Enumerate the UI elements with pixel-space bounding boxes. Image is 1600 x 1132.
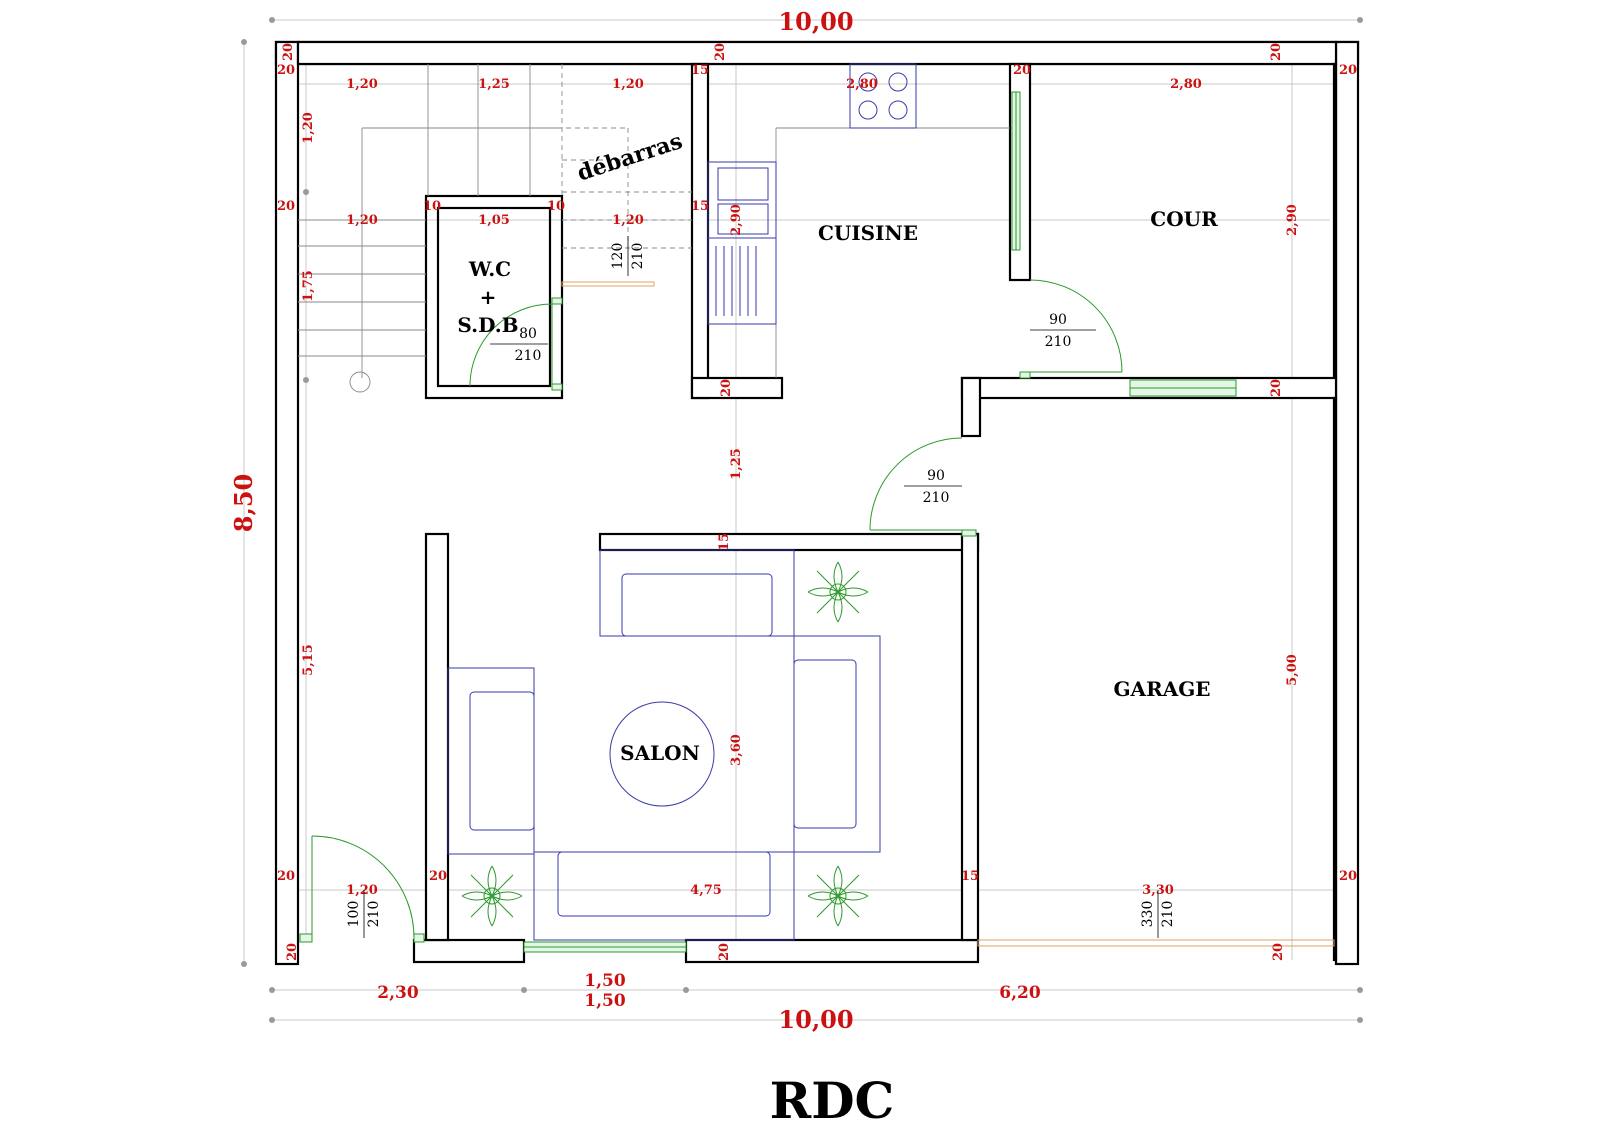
dim: 20 <box>277 63 295 78</box>
dim: 1,75 <box>301 270 316 302</box>
dim: 15 <box>961 869 979 884</box>
dim: 15 <box>691 199 709 214</box>
dim: 5,15 <box>301 644 316 676</box>
door-garage-main-height: 210 <box>1160 901 1176 928</box>
walls <box>274 40 1360 966</box>
kitchen-counter <box>707 63 1010 378</box>
door-wc-width: 80 <box>519 326 537 342</box>
room-label-garage: GARAGE <box>1113 677 1210 701</box>
door-cour-height: 210 <box>1045 334 1072 350</box>
dim: 2,80 <box>846 77 878 92</box>
dim: 20 <box>1269 379 1284 397</box>
dim: 1,20 <box>301 112 316 144</box>
room-label-wc-3: S.D.B <box>457 313 518 337</box>
overall-height: 8,50 <box>229 474 258 532</box>
dim: 1,20 <box>346 77 378 92</box>
dim: 20 <box>285 943 300 961</box>
dim: 5,00 <box>1285 654 1300 686</box>
dim: 2,80 <box>1170 77 1202 92</box>
dim: 1,20 <box>346 213 378 228</box>
room-label-salon: SALON <box>620 741 700 765</box>
door-debarras-height: 210 <box>630 243 646 270</box>
salon-furniture <box>447 549 881 941</box>
door-garage-side-width: 90 <box>927 468 945 484</box>
staircase <box>298 64 692 393</box>
door-garage-side-height: 210 <box>923 490 950 506</box>
overall-width-top: 10,00 <box>778 7 853 36</box>
door-wc-height: 210 <box>515 348 542 364</box>
dim: 20 <box>717 943 732 961</box>
dim: 1,25 <box>478 77 510 92</box>
bottom-dim-right: 6,20 <box>999 983 1041 1003</box>
dim: 1,25 <box>729 448 744 480</box>
dim: 3,60 <box>729 734 744 766</box>
bottom-dim-mid-b: 1,50 <box>584 991 626 1011</box>
overall-width-bottom: 10,00 <box>778 1005 853 1034</box>
door-entrance-width: 100 <box>346 901 362 928</box>
room-label-cour: COUR <box>1150 207 1218 231</box>
plants <box>461 561 869 927</box>
bottom-dim-left: 2,30 <box>377 983 419 1003</box>
door-entrance-height: 210 <box>366 901 382 928</box>
interior-dimensions: 20 20 1,20 1,25 1,20 15 20 2,80 20 2,80 … <box>277 43 1357 961</box>
bottom-dim-mid-a: 1,50 <box>584 971 626 991</box>
door-garage-main-width: 330 <box>1140 901 1156 928</box>
door-labels: 80 210 120 210 90 210 90 210 100 210 330… <box>346 236 1176 938</box>
dim: 20 <box>429 869 447 884</box>
dim: 4,75 <box>690 883 722 898</box>
dimension-lines <box>241 17 1363 1023</box>
room-label-cuisine: CUISINE <box>818 221 918 245</box>
dim: 2,90 <box>1285 204 1300 236</box>
room-label-debarras: débarras <box>574 128 686 186</box>
dim: 1,05 <box>478 213 510 228</box>
dim: 20 <box>1271 943 1286 961</box>
dim: 2,90 <box>729 204 744 236</box>
door-debarras-width: 120 <box>610 243 626 270</box>
room-label-wc-2: + <box>480 285 497 309</box>
dim: 20 <box>713 43 728 61</box>
dim: 20 <box>1339 63 1357 78</box>
dim: 20 <box>1269 43 1284 61</box>
dim: 15 <box>717 533 732 551</box>
dim: 1,20 <box>612 77 644 92</box>
dim: 1,20 <box>346 883 378 898</box>
dim: 20 <box>1013 63 1031 78</box>
dim: 20 <box>277 199 295 214</box>
dim: 20 <box>281 43 296 61</box>
dim: 15 <box>691 63 709 78</box>
room-label-wc-1: W.C <box>468 257 511 281</box>
door-cour-width: 90 <box>1049 312 1067 328</box>
dim: 10 <box>547 199 565 214</box>
dim: 10 <box>423 199 441 214</box>
dim: 1,20 <box>612 213 644 228</box>
plan-title: RDC <box>770 1071 895 1130</box>
dim: 20 <box>719 379 734 397</box>
dim: 20 <box>277 869 295 884</box>
openings <box>299 91 1335 953</box>
dim: 20 <box>1339 869 1357 884</box>
